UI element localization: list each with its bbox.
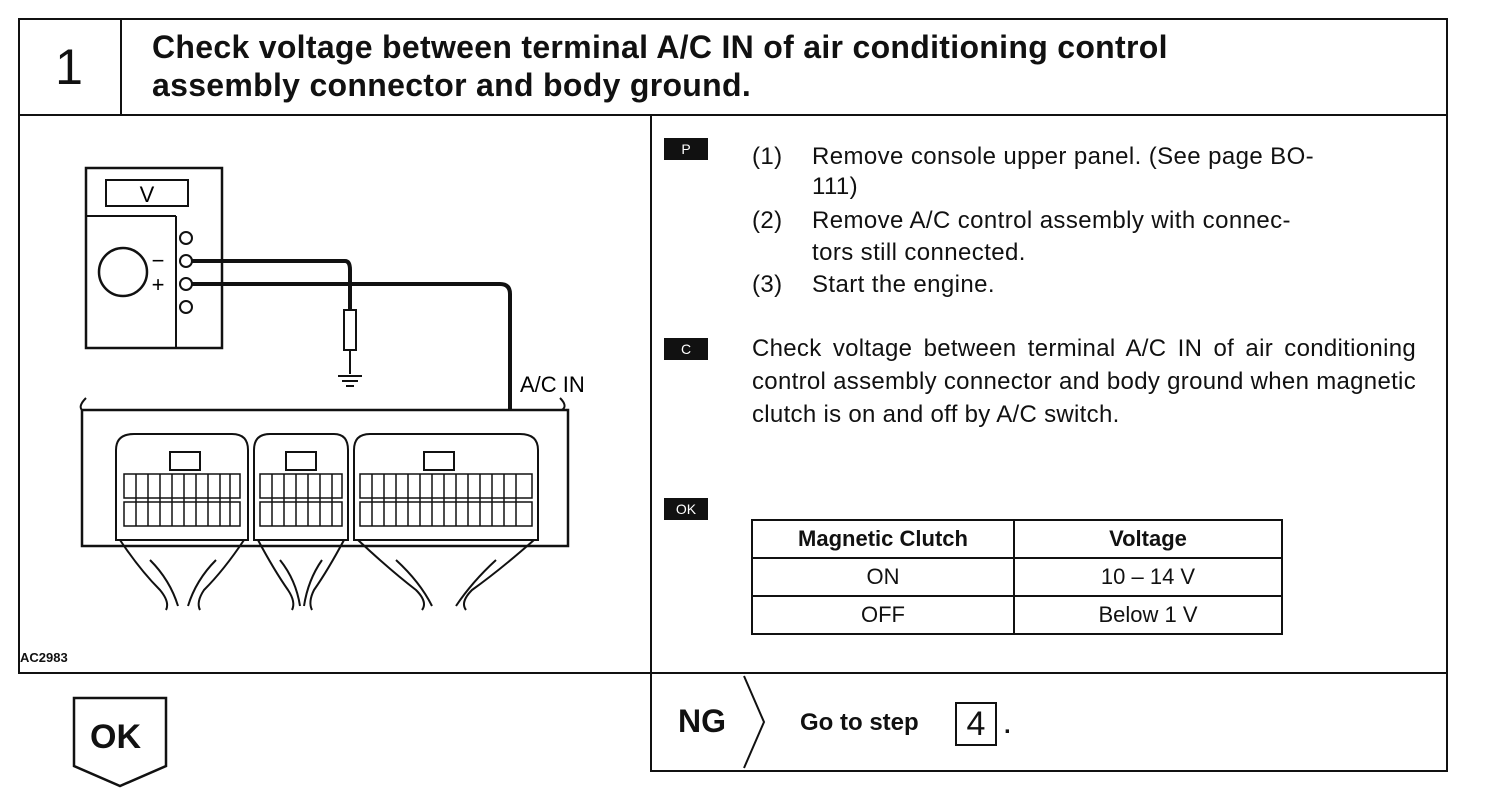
ok-spec-tag: OK — [664, 498, 708, 520]
step-title: Check voltage between terminal A/C IN of… — [152, 28, 1412, 104]
procedure-tag: P — [664, 138, 708, 160]
table-header-row: Magnetic Clutch Voltage — [751, 519, 1283, 559]
table-cell: ON — [751, 557, 1015, 597]
plus-terminal-sign: + — [152, 272, 165, 297]
procedure-step-number: (3) — [752, 271, 783, 298]
procedure-step-text-cont: 111) — [812, 173, 859, 200]
ok-result-label: OK — [90, 718, 141, 756]
table-row: ON 10 – 14 V — [751, 557, 1283, 597]
procedure-list: (1) Remove console upper panel. (See pag… — [752, 136, 1420, 306]
ac-in-terminal-label: A/C IN — [520, 372, 585, 397]
ng-chevron-icon — [743, 675, 766, 769]
figure-code: AC2983 — [20, 650, 68, 665]
step-number: 1 — [18, 18, 122, 116]
step-title-line2: assembly connector and body ground. — [152, 67, 752, 103]
voltmeter-unit-label: V — [140, 182, 155, 207]
ng-label: NG — [678, 703, 726, 739]
procedure-step-number: (2) — [752, 207, 783, 234]
connector-2 — [253, 433, 349, 541]
column-header-magnetic-clutch: Magnetic Clutch — [751, 519, 1015, 559]
procedure-step-text: Remove console upper panel. (See page BO… — [812, 143, 1315, 170]
step-reference-box[interactable]: 4 — [955, 702, 997, 746]
ground-symbol — [338, 375, 362, 387]
table-row: OFF Below 1 V — [751, 595, 1283, 635]
column-header-voltage: Voltage — [1013, 519, 1283, 559]
ok-arrow-icon — [72, 696, 168, 788]
column-divider — [650, 116, 652, 772]
voltmeter-display — [105, 179, 189, 207]
minus-terminal-sign: − — [152, 248, 165, 273]
procedure-step-text: Remove A/C control assembly with connec- — [812, 207, 1291, 234]
voltmeter-dial — [97, 246, 149, 298]
voltage-spec-table: Magnetic Clutch Voltage ON 10 – 14 V OFF… — [751, 519, 1283, 635]
go-to-step-text: Go to step — [800, 709, 919, 736]
check-tag: C — [664, 338, 708, 360]
connector-1 — [115, 433, 249, 541]
procedure-step-text: Start the engine. — [812, 271, 995, 298]
positive-lead — [192, 282, 512, 418]
connector-voltmeter-illustration: V − + A/C IN — [79, 166, 585, 611]
procedure-step-text-cont: tors still connected. — [812, 239, 1026, 266]
step-reference-period: . — [1004, 712, 1011, 739]
wire-harnesses — [119, 539, 535, 611]
connector-3 — [353, 433, 539, 541]
table-cell: 10 – 14 V — [1013, 557, 1283, 597]
table-cell: Below 1 V — [1013, 595, 1283, 635]
table-cell: OFF — [751, 595, 1015, 635]
ground-lead — [192, 259, 352, 310]
ng-result-box — [650, 672, 1448, 772]
step-title-line1: Check voltage between terminal A/C IN of… — [152, 29, 1168, 65]
step-header — [18, 18, 1448, 116]
check-instruction: Check voltage between terminal A/C IN of… — [752, 335, 1416, 428]
procedure-step-number: (1) — [752, 143, 783, 170]
